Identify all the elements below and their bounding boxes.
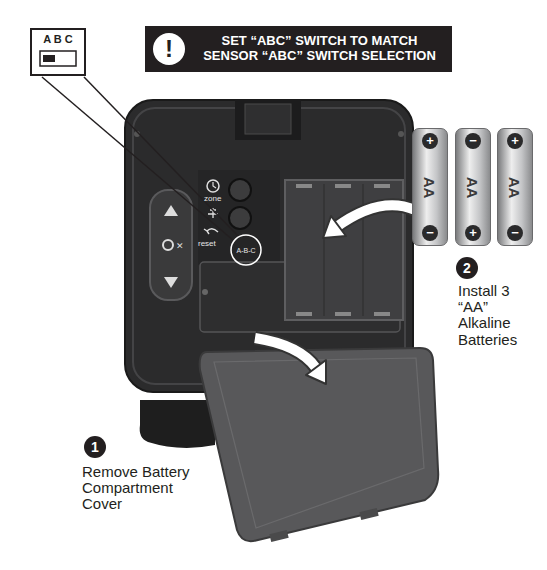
contact [335,184,351,188]
down-arrow [164,277,178,288]
switch-body [40,51,76,66]
top-tab [235,100,301,140]
exclamation-mark: ! [153,33,185,65]
gear-icon [163,240,173,250]
callout-number: 1 [84,436,106,458]
callout-number: 2 [456,257,478,279]
contact [374,184,390,188]
insert-arrow [335,205,415,228]
device-rim [133,108,405,384]
button-label: zone [204,195,221,203]
top-tab-inner [245,104,291,134]
switch-slider [43,55,55,62]
insert-arrowhead [323,216,346,238]
aa-battery: − AA + [455,128,491,246]
warning-icon: ! [153,33,185,65]
screw [202,289,208,295]
remove-arrow-outline [255,338,316,368]
leader-line [84,77,239,237]
polarity-sign: − [507,225,523,241]
step-number: 2 [456,257,478,279]
polarity-sign: + [422,133,438,149]
leader-line [42,77,234,241]
remove-arrow [255,338,316,368]
compartment-rib [362,184,364,316]
button-label: reset [198,240,216,248]
contact [296,312,312,316]
battery-size: AA [422,176,437,198]
switch-highlight [231,235,261,265]
step-number: 1 [84,436,106,458]
switch-positions: A B C [32,33,84,46]
remove-arrowhead [306,360,326,384]
callout-ground [31,29,85,75]
switch-callout: A B C [30,28,86,76]
icon-mark: ✕ [176,241,184,251]
polarity-sign: − [422,225,438,241]
clock-icon [207,180,219,192]
insert-arrow-outline [335,205,415,228]
aa-battery: + AA − [412,128,448,246]
warning-text: SET “ABC” SWITCH TO MATCH SENSOR “ABC” S… [193,26,446,72]
cover-tab [269,530,288,542]
zone-button [229,179,251,201]
control-panel [198,170,280,265]
reset-icon [204,229,218,234]
battery-size: AA [507,176,522,198]
battery-size: AA [465,176,480,198]
contact [335,312,351,316]
polarity-sign: + [465,225,481,241]
corner-dot [398,131,404,137]
contact [296,184,312,188]
battery-cover [200,348,439,541]
cover-tab [359,508,378,520]
up-arrow [164,205,178,216]
cover-edge [214,358,424,528]
polarity-sign: − [465,133,481,149]
step-instruction: Install 3 “AA” Alkaline Batteries [458,283,543,348]
compartment-rib [323,184,325,316]
stand-foot [140,400,215,448]
warning-banner: SET “ABC” SWITCH TO MATCH SENSOR “ABC” S… [145,26,452,72]
aa-battery: + AA − [497,128,533,246]
clock-hands [213,182,216,188]
polarity-sign: + [507,133,523,149]
step-instruction: Remove Battery Compartment Cover [82,464,214,513]
side-button-panel [150,190,192,300]
switch-label: A-B-C [234,247,258,254]
contact [374,312,390,316]
light-button [229,207,251,229]
